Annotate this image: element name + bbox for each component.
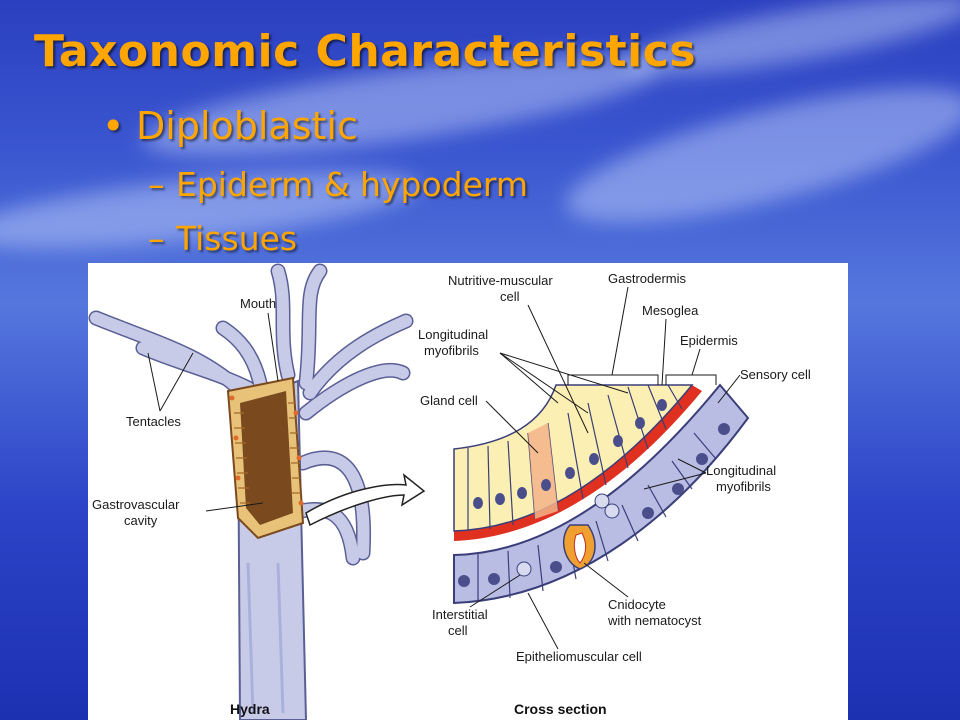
label-cnidocyte: Cnidocyte: [608, 597, 666, 612]
dash-marker: –: [148, 165, 165, 204]
cross-section-drawing: [453, 374, 750, 605]
label-longitudinal-myofibrils-left: Longitudinal: [418, 327, 488, 342]
label-sensory-cell: Sensory cell: [740, 367, 811, 382]
label-gastrovascular-cavity: cavity: [124, 513, 158, 528]
hydra-labels: Mouth Tentacles Gastrovascular cavity Hy…: [92, 296, 279, 717]
cross-section-labels: Nutritive-muscular cell Gastrodermis Mes…: [418, 271, 811, 717]
bullet-diploblastic: •Diploblastic: [102, 104, 358, 148]
label-longitudinal-myofibrils-right-2: myofibrils: [716, 479, 771, 494]
bullet-text: Diploblastic: [136, 104, 358, 148]
label-gastrodermis: Gastrodermis: [608, 271, 687, 286]
label-interstitial-cell: cell: [448, 623, 468, 638]
label-tentacles: Tentacles: [126, 414, 181, 429]
label-nutritive-muscular: Nutritive-muscular: [448, 273, 553, 288]
label-mouth: Mouth: [240, 296, 276, 311]
bullet-text: Tissues: [176, 219, 298, 258]
label-mesoglea: Mesoglea: [642, 303, 699, 318]
gastrovascular-cavity-shape: [240, 391, 293, 525]
caption-hydra: Hydra: [230, 701, 270, 717]
gastrodermis-layer: [453, 384, 694, 532]
label-interstitial: Interstitial: [432, 607, 488, 622]
label-epitheliomuscular: Epitheliomuscular cell: [516, 649, 642, 664]
bullet-text: Epiderm & hypoderm: [176, 165, 529, 204]
label-cnidocyte-nematocyst: with nematocyst: [607, 613, 702, 628]
label-longitudinal-myofibrils-left-2: myofibrils: [424, 343, 479, 358]
bullet-marker: •: [102, 104, 125, 148]
sub-bullet-epiderm: –Epiderm & hypoderm: [148, 165, 528, 204]
hydra-figure: Mouth Tentacles Gastrovascular cavity Hy…: [88, 263, 848, 720]
hydra-diagram: Mouth Tentacles Gastrovascular cavity Hy…: [88, 263, 811, 720]
label-gland-cell: Gland cell: [420, 393, 478, 408]
label-gastrovascular: Gastrovascular: [92, 497, 180, 512]
hydra-drawing: [88, 263, 426, 720]
interstitial-cells: [516, 493, 620, 577]
epidermis-layer: [453, 383, 750, 605]
magnify-arrow: [305, 473, 426, 527]
gland-cell: [528, 423, 558, 519]
label-nutritive-muscular-cell: cell: [500, 289, 520, 304]
sub-bullet-tissues: –Tissues: [148, 219, 297, 258]
label-longitudinal-myofibrils-right: Longitudinal: [706, 463, 776, 478]
label-epidermis: Epidermis: [680, 333, 738, 348]
caption-cross-section: Cross section: [514, 701, 607, 717]
dash-marker: –: [148, 219, 165, 258]
slide-title: Taxonomic Characteristics: [34, 26, 697, 77]
gastrodermis-nuclei: [473, 399, 667, 509]
